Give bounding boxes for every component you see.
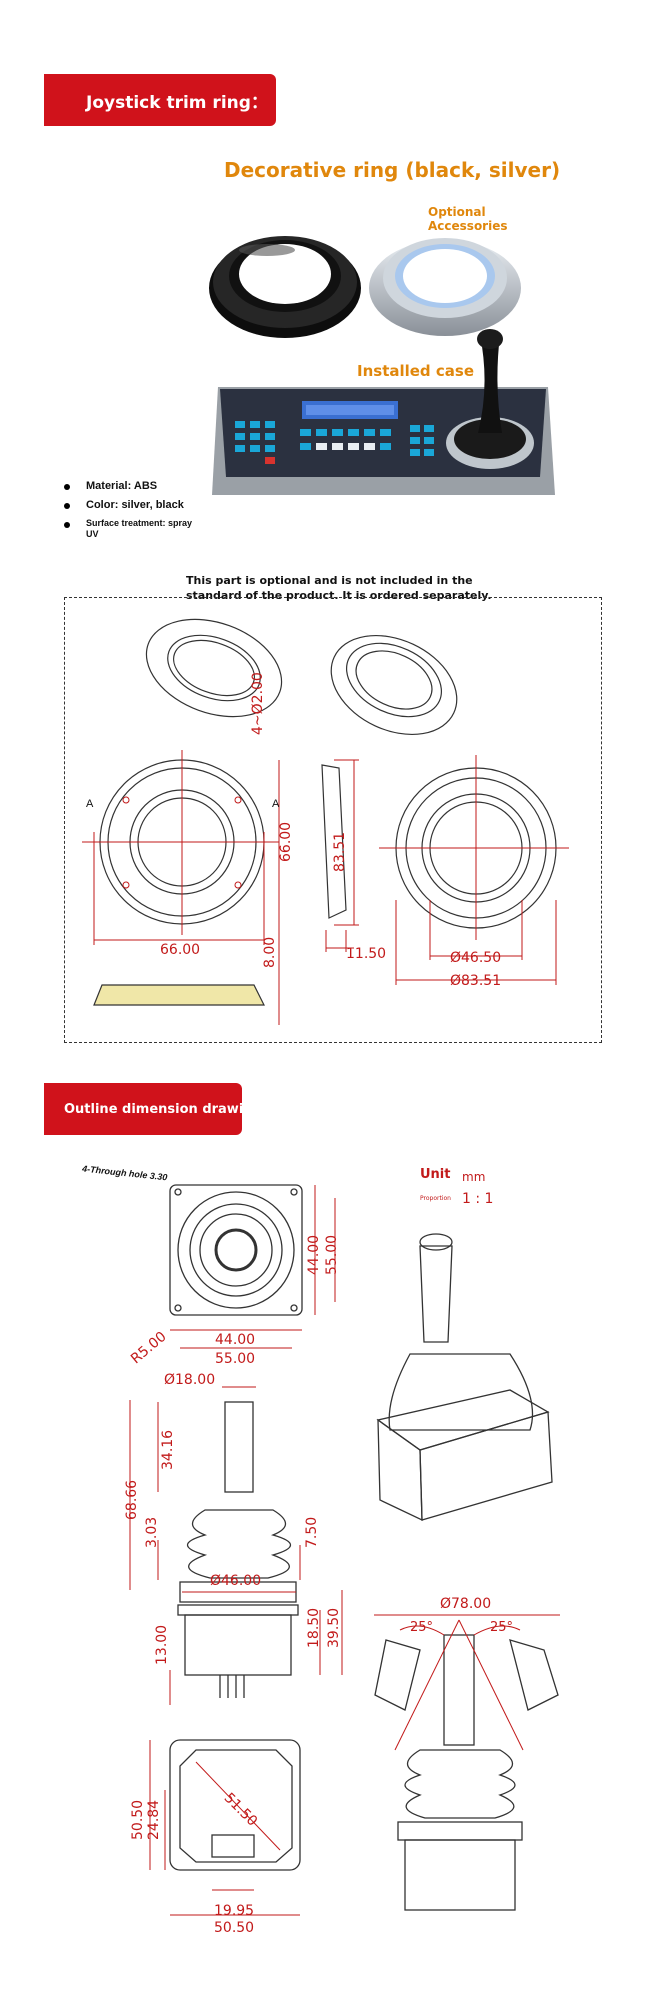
spec-item: Surface treatment: spray UV [64,518,206,540]
section-title: Outline dimension drawing: [64,1101,268,1117]
dim-bottom-a: 50.50 [130,1799,146,1840]
section-marker-right: A [272,798,280,810]
dim-inner-sq-h: 44.00 [215,1332,256,1348]
keyboard-controller-image [212,329,555,495]
dim-bottom-b: 24.84 [146,1799,162,1840]
unit-value: mm [462,1170,486,1184]
dim-boot-h: 7.50 [304,1516,320,1548]
section-title: Joystick trim ring： [86,92,268,113]
dim-total-height: 68.66 [124,1479,140,1520]
note-line-2: standard of the product. It is ordered s… [186,589,492,602]
spec-item: Material: ABS [64,480,206,493]
product-heading: Decorative ring (black, silver) [224,158,561,182]
dim-body-h2: 39.50 [326,1607,342,1648]
dim-side-thickness: 11.50 [346,946,387,962]
ring-technical-drawing [82,618,569,1025]
section-marker-left: A [86,798,94,810]
section-banner-trim-ring: Joystick trim ring： [44,74,276,126]
spec-list: Material: ABS Color: silver, black Surfa… [64,480,206,546]
dim-swing-dia: Ø78.00 [440,1596,492,1612]
dim-outer-sq-v: 55.00 [324,1234,340,1275]
silver-ring-image [369,238,521,336]
dim-outer-sq-h: 55.00 [215,1351,256,1367]
unit-label: Unit [420,1167,451,1182]
optional-accessories-label: Optional Accessories [428,205,508,233]
section-banner-outline: Outline dimension drawing: [44,1083,267,1135]
note-line-1: This part is optional and is not include… [186,574,473,587]
optional-note: This part is optional and is not include… [186,573,492,603]
dim-angle-right: 25° [490,1620,514,1635]
black-ring-image [209,236,361,338]
dim-pin-h: 13.00 [154,1624,170,1665]
dim-outer-dia: Ø83.51 [450,973,502,989]
dim-boot-gap: 3.03 [144,1516,160,1548]
dim-bottom-c: 19.95 [214,1903,255,1919]
joystick-technical-drawing [129,1184,560,1916]
dim-inner-dia: Ø46.50 [450,950,502,966]
drawing-frame [64,597,602,1043]
dim-holes: 4~Ø2.00 [250,672,266,735]
proportion-value: 1 : 1 [462,1191,494,1207]
dim-handle-len: 34.16 [160,1429,176,1470]
dim-body-h1: 18.50 [306,1607,322,1648]
dim-angle-left: 25° [410,1620,434,1635]
dim-depth: 8.00 [262,936,278,968]
dim-height: 66.00 [278,821,294,862]
dim-bottom-d: 50.50 [214,1920,255,1936]
dim-side-height: 83.51 [332,831,348,872]
dim-width: 66.00 [160,942,201,958]
dim-handle-dia: Ø18.00 [164,1372,216,1388]
proportion-label: Proportion [420,1195,451,1202]
installed-case-label: Installed case [357,362,475,380]
dim-inner-sq-v: 44.00 [306,1234,322,1275]
dim-base-dia: Ø46.00 [210,1573,262,1589]
spec-item: Color: silver, black [64,499,206,512]
